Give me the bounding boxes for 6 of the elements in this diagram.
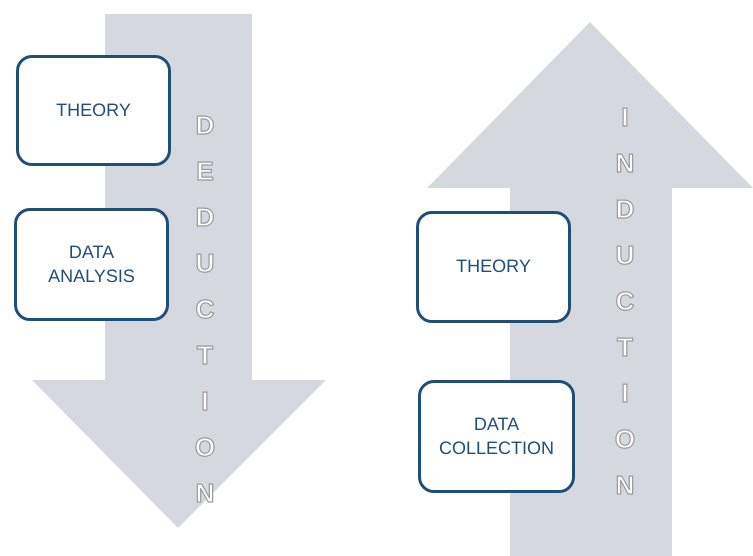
vertical-arrow-label: INDUCTION (612, 102, 638, 516)
rounded-box: THEORY (416, 211, 571, 323)
rounded-box: DATA ANALYSIS (14, 208, 169, 321)
rounded-box: DATA COLLECTION (418, 380, 575, 493)
vertical-arrow-label: DEDUCTION (192, 110, 218, 524)
rounded-box: THEORY (16, 55, 171, 166)
